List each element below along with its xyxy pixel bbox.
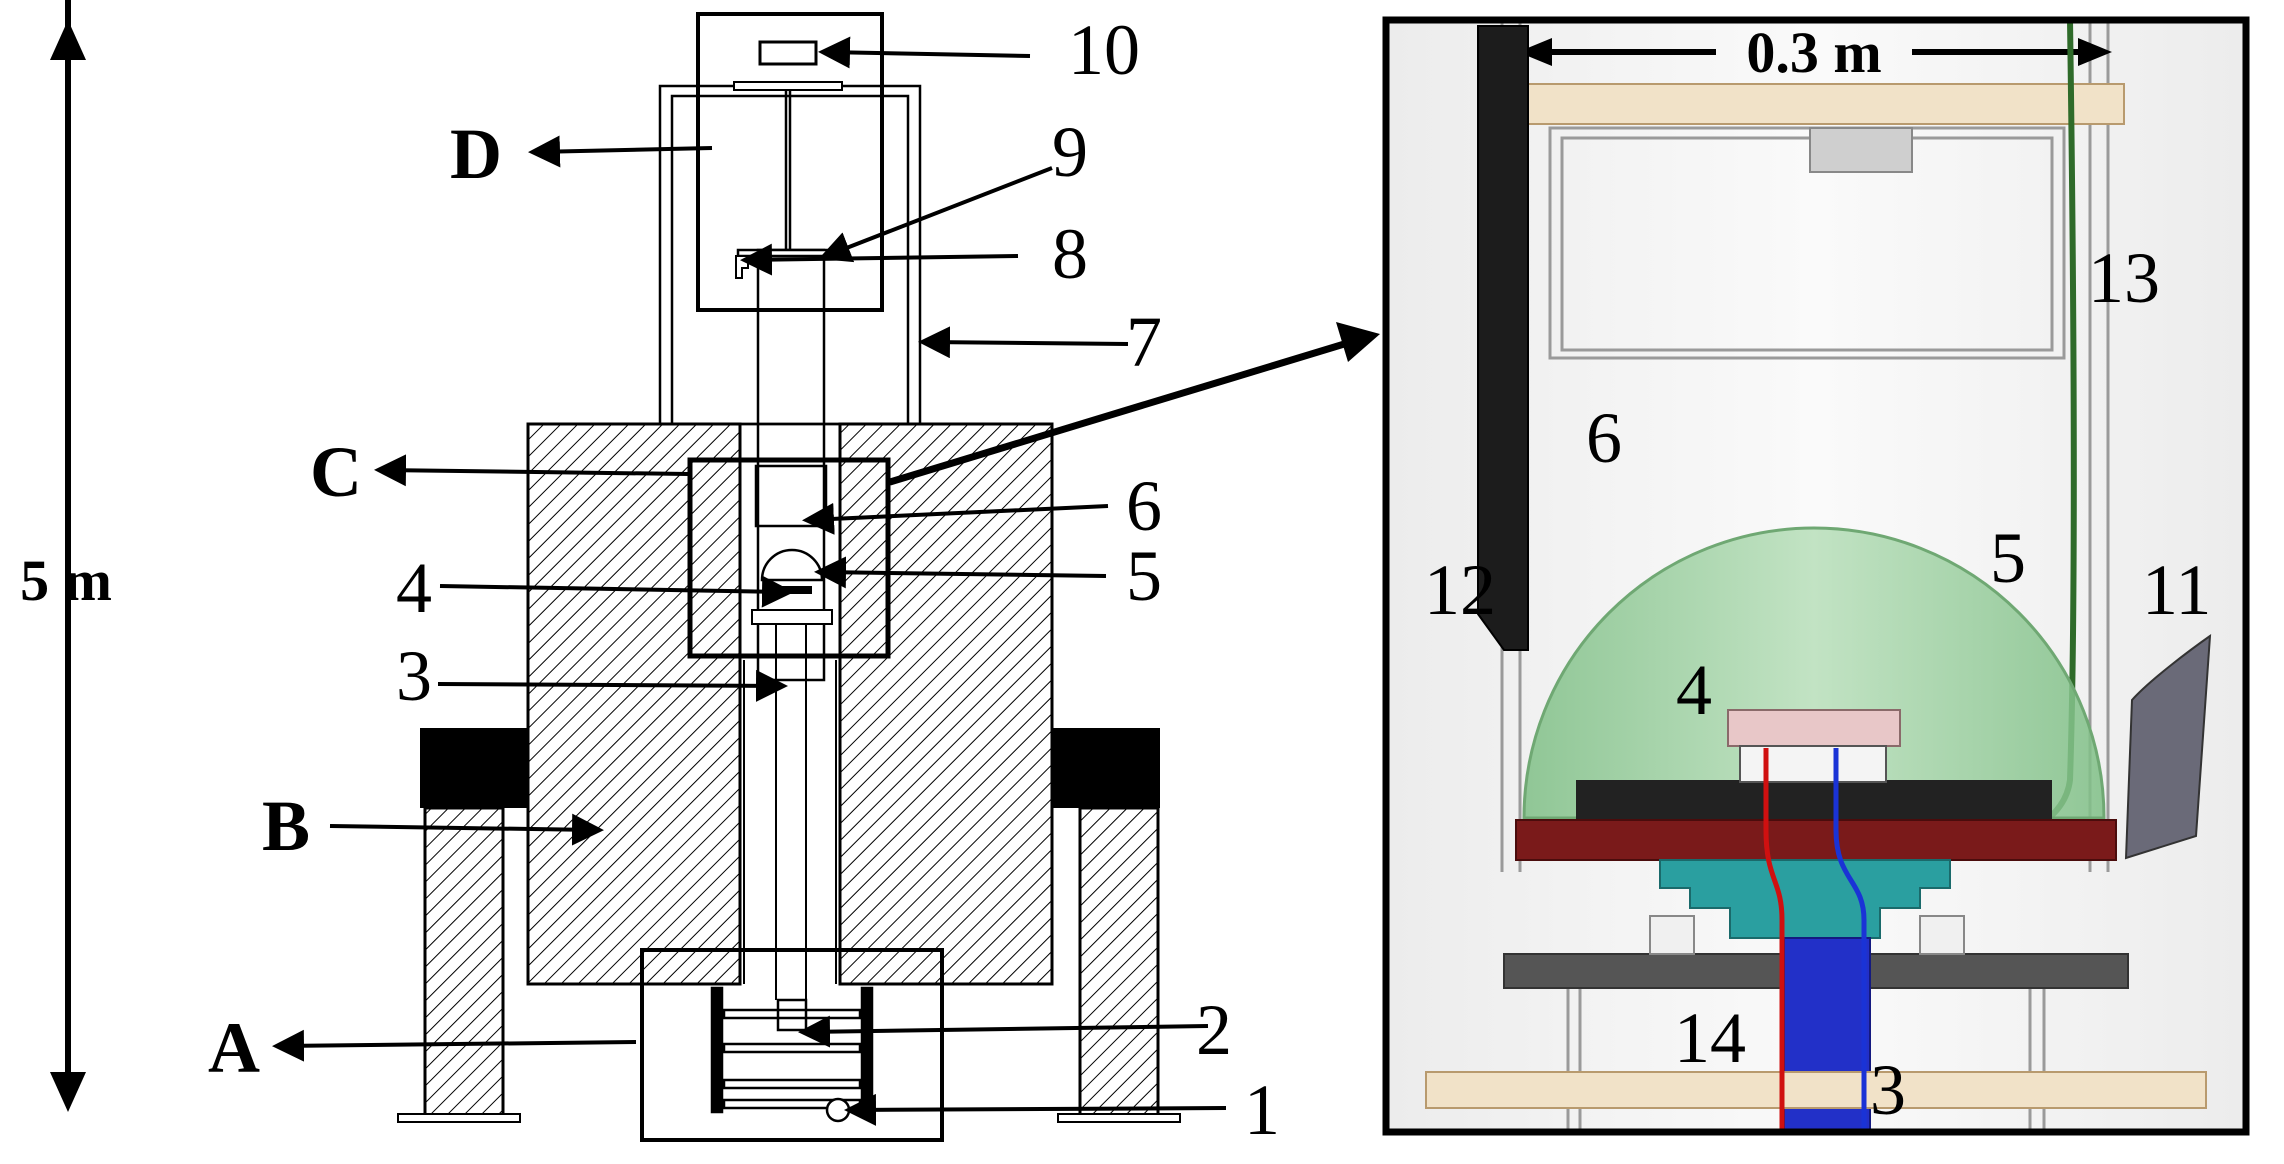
top-wood-bar — [1523, 83, 2125, 125]
overall-drawing: 5 m — [20, 0, 1380, 1150]
label-3: 3 — [396, 636, 432, 716]
zoom-label-12: 12 — [1424, 550, 1496, 630]
zoom-label-3: 3 — [1870, 1050, 1906, 1130]
blue-wire — [1833, 748, 1867, 1132]
label-a: A — [208, 1008, 260, 1088]
width-label: 0.3 m — [1746, 20, 1881, 85]
zoom-label-11: 11 — [2142, 550, 2211, 630]
part-5-dome — [1522, 526, 2106, 820]
section-box-a — [640, 948, 944, 1142]
zoom-label-14: 14 — [1674, 998, 1746, 1078]
label-4: 4 — [396, 548, 432, 628]
label-6: 6 — [1126, 466, 1162, 546]
part-5-shape — [760, 548, 824, 582]
label-8: 8 — [1052, 214, 1088, 294]
part-8-shape — [735, 255, 749, 279]
bottom-wood-bar — [1425, 1071, 2207, 1109]
label-d: D — [450, 114, 502, 194]
width-dimension: 0.3 m — [1518, 20, 2112, 85]
left-arrows — [272, 36, 1227, 1126]
label-5: 5 — [1126, 536, 1162, 616]
part-12-pillar — [1477, 25, 1529, 651]
zoom-connector-arrow — [888, 334, 1366, 486]
height-dimension: 5 m — [20, 0, 112, 1112]
part-10-shape — [758, 40, 818, 66]
zoom-label-5: 5 — [1990, 518, 2026, 598]
teal-connector — [1659, 859, 1951, 939]
inner-black-plate — [1576, 780, 2052, 820]
zoomed-view: 0.3 m 6 12 5 — [1382, 16, 2250, 1136]
section-box-d — [696, 12, 884, 312]
height-label: 5 m — [20, 548, 112, 613]
shielding-block — [526, 422, 1054, 986]
part-11-flap — [2124, 633, 2212, 860]
zoom-frame — [1382, 16, 2250, 1136]
label-2: 2 — [1196, 990, 1232, 1070]
zoom-label-13: 13 — [2088, 238, 2160, 318]
label-7: 7 — [1126, 302, 1162, 382]
part-4-board — [1727, 709, 1901, 747]
red-wire — [1763, 748, 1785, 1132]
label-c: C — [310, 432, 362, 512]
red-base-plate — [1515, 819, 2117, 861]
label-b: B — [262, 786, 310, 866]
label-10: 10 — [1068, 10, 1140, 90]
part-2-assembly — [710, 986, 874, 1114]
label-1: 1 — [1244, 1070, 1280, 1150]
zoom-label-4: 4 — [1676, 650, 1712, 730]
part-1-shape — [825, 1097, 851, 1123]
support-legs — [397, 728, 1181, 1123]
label-9: 9 — [1052, 112, 1088, 192]
part-3-rod — [743, 624, 837, 1000]
zoom-label-6: 6 — [1586, 398, 1622, 478]
section-box-c — [687, 457, 891, 659]
